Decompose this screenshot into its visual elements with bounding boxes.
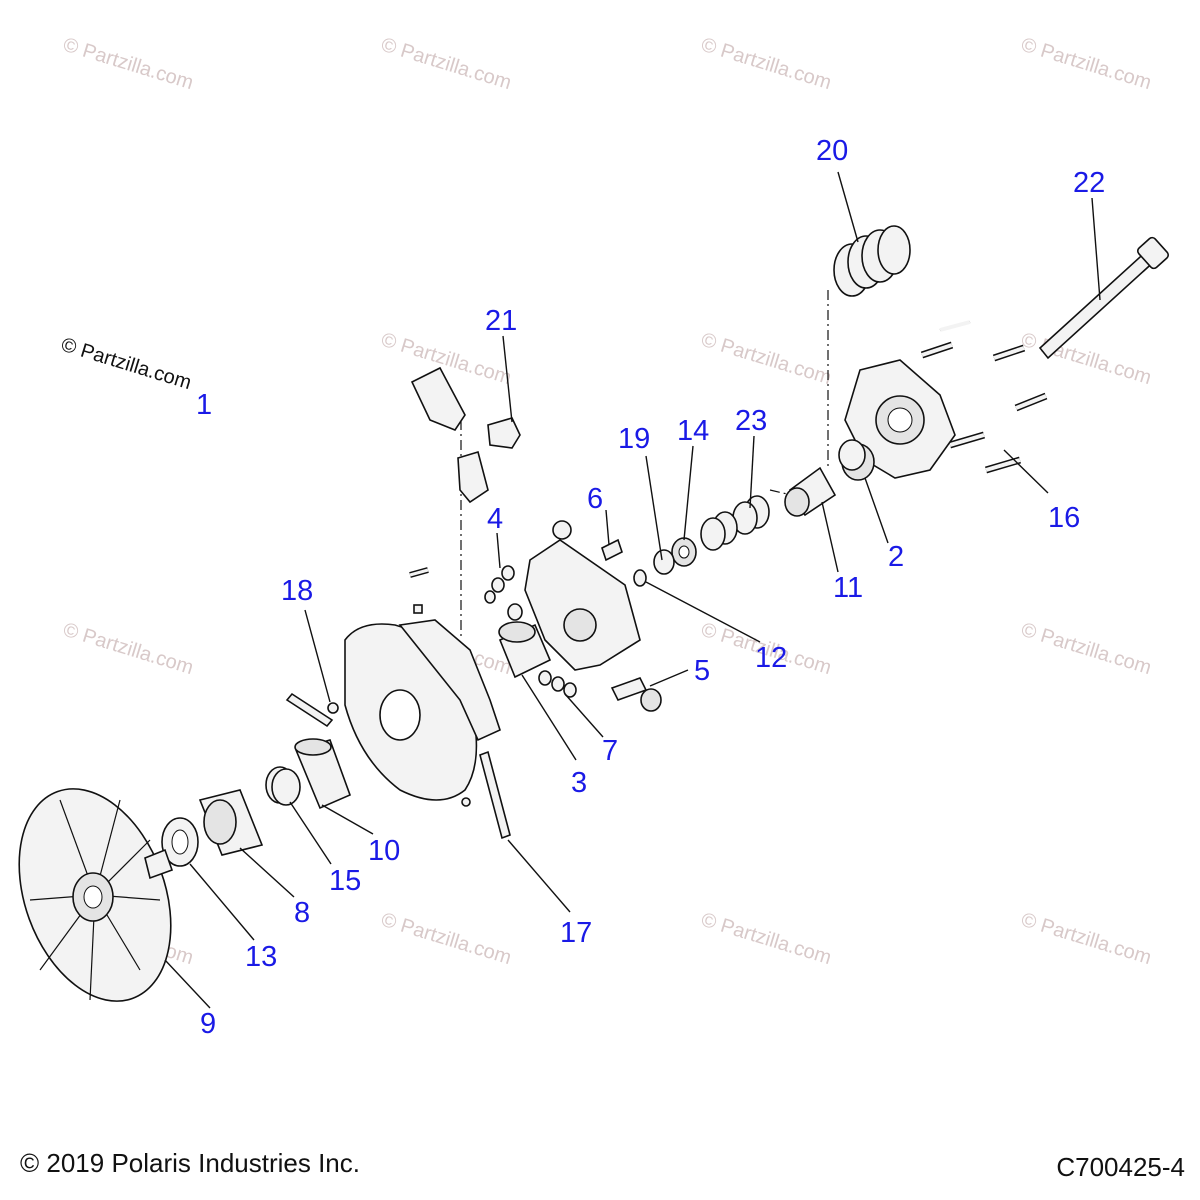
- ring-part-15: [265, 766, 301, 806]
- copyright-notice: © 2019 Polaris Industries Inc.: [20, 1148, 360, 1178]
- watermark: © Partzilla.com: [699, 909, 834, 969]
- washer-part-14: [671, 537, 697, 567]
- watermark: © Partzilla.com: [61, 34, 196, 94]
- callout-11: 11: [833, 572, 863, 604]
- watermark: © Partzilla.com: [1019, 34, 1154, 94]
- washer-part-19: [653, 549, 675, 575]
- callout-labels: 20 22 21 1 19 14 23 6 4 16 2 11 18 12 5 …: [196, 135, 1105, 1040]
- callout-10: 10: [368, 835, 400, 867]
- callout-14: 14: [677, 415, 709, 447]
- callout-3: 3: [571, 767, 587, 799]
- callout-18: 18: [281, 575, 313, 607]
- callout-8: 8: [294, 897, 310, 929]
- axis-lines: [460, 290, 829, 640]
- watermark: © Partzilla.com: [699, 329, 834, 389]
- pin-part-6: [601, 538, 623, 562]
- bushing-part-3: [498, 621, 552, 679]
- roller-part-4: [484, 565, 523, 621]
- callout-17: 17: [560, 917, 592, 949]
- washer-part-13: [161, 817, 199, 867]
- callout-6: 6: [587, 483, 603, 515]
- bushing-part-2: [838, 439, 875, 481]
- spring-part-20: [833, 225, 911, 297]
- bolt-group-part-16: [920, 320, 1048, 474]
- spider-hub-part: [844, 359, 956, 479]
- callout-22: 22: [1073, 167, 1105, 199]
- bushing-part-8: [198, 789, 264, 856]
- long-pin-part-17: [285, 692, 511, 840]
- spider-body-part: [524, 520, 641, 671]
- callout-1: 1: [196, 389, 212, 421]
- watermark: © Partzilla.com: [61, 619, 196, 679]
- roller-part-7: [538, 670, 577, 698]
- callout-19: 19: [618, 423, 650, 455]
- callout-4: 4: [487, 503, 503, 535]
- movable-sheave-part-1: [344, 567, 501, 801]
- watermark: © Partzilla.com: [379, 34, 514, 94]
- washer-part-23: [700, 495, 770, 551]
- callout-20: 20: [816, 135, 848, 167]
- watermark: © Partzilla.com: [699, 34, 834, 94]
- watermark: © Partzilla.com: [1019, 909, 1154, 969]
- watermark: © Partzilla.com: [1019, 619, 1154, 679]
- ring-part-12: [633, 569, 647, 587]
- pin-part-18: [327, 702, 339, 714]
- fixed-sheave-part-9: [18, 788, 174, 1002]
- sleeve-part-11: [784, 466, 837, 517]
- diagram-code: C700425-4: [1056, 1152, 1185, 1182]
- bushing-part-10: [294, 738, 352, 810]
- callout-23: 23: [735, 405, 767, 437]
- callout-7: 7: [602, 735, 618, 767]
- long-bolt-part-22: [1038, 236, 1170, 360]
- callout-9: 9: [200, 1008, 216, 1040]
- callout-15: 15: [329, 865, 361, 897]
- pin-part-5: [610, 677, 662, 712]
- callout-12: 12: [755, 642, 787, 674]
- callout-16: 16: [1048, 502, 1080, 534]
- callout-13: 13: [245, 941, 277, 973]
- callout-2: 2: [888, 541, 904, 573]
- watermark-prominent: © Partzilla.com: [59, 334, 194, 394]
- callout-21: 21: [485, 305, 517, 337]
- weight-part-21: [410, 366, 521, 504]
- watermark: © Partzilla.com: [379, 909, 514, 969]
- watermark: © Partzilla.com: [1019, 329, 1154, 389]
- callout-5: 5: [694, 655, 710, 687]
- leader-lines: [164, 171, 1101, 1009]
